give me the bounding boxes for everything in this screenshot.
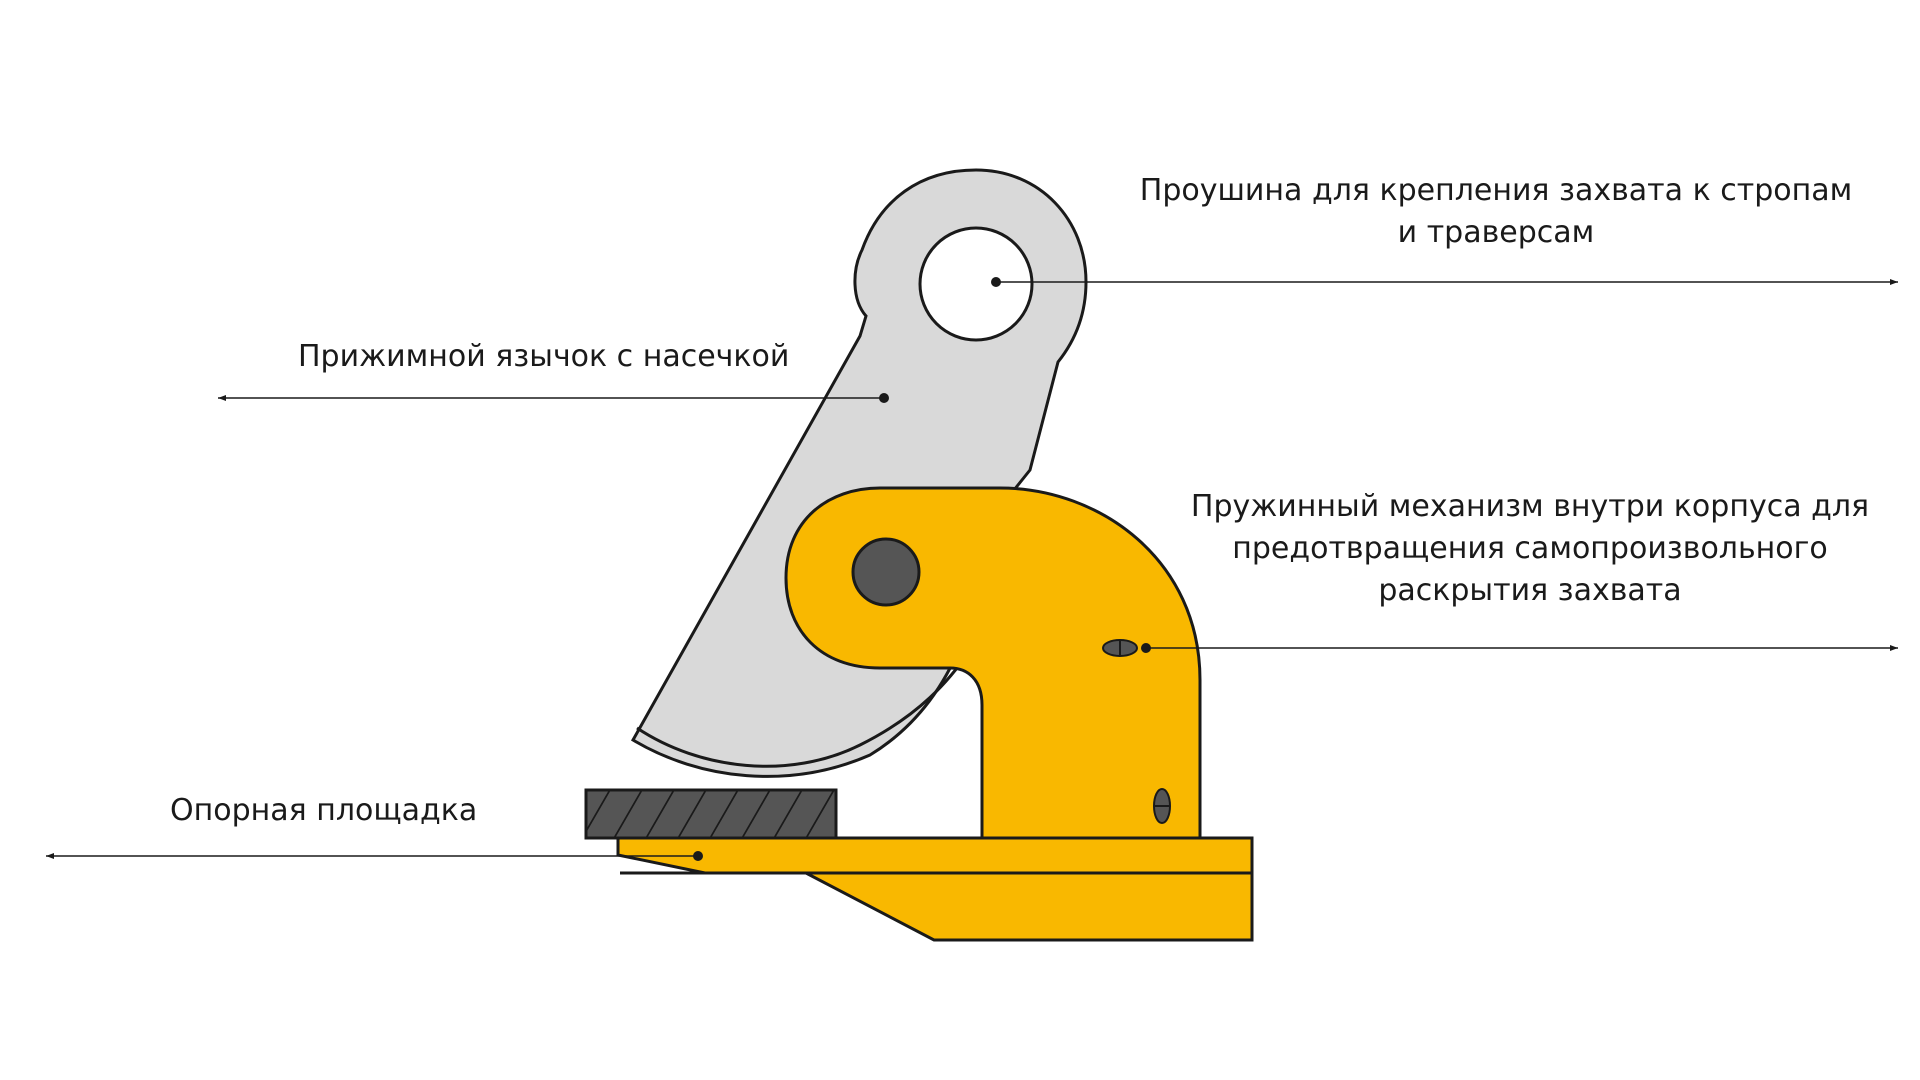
pivot-pin (851, 537, 921, 607)
label-tongue-line1: Прижимной язычок с насечкой (298, 339, 790, 374)
label-spring: Пружинный механизм внутри корпуса для пр… (1180, 486, 1880, 612)
leader-platform (46, 851, 703, 861)
label-eyelet: Проушина для крепления захвата к стропам… (1130, 170, 1862, 254)
tongue-notched-edge (636, 649, 972, 768)
clamp-body (616, 486, 1254, 942)
clamping-tongue (630, 168, 1088, 778)
body-base (616, 836, 1254, 942)
eyelet-hole (918, 226, 1034, 342)
label-eyelet-line1: Проушина для крепления захвата к стропам (1139, 173, 1853, 208)
label-platform-line1: Опорная площадка (170, 793, 478, 828)
label-eyelet-line2: и траверсам (1397, 215, 1595, 250)
body-upper (784, 486, 1202, 840)
leader-eyelet (991, 277, 1898, 287)
label-spring-line2: предотвращения самопроизвольного (1232, 531, 1828, 566)
label-spring-line3: раскрытия захвата (1378, 573, 1682, 608)
plate-hatching (586, 790, 836, 838)
label-platform: Опорная площадка (170, 790, 477, 832)
label-spring-line1: Пружинный механизм внутри корпуса для (1190, 489, 1870, 524)
gripped-plate (584, 788, 838, 840)
label-tongue: Прижимной язычок с насечкой (298, 336, 789, 378)
leader-spring (1141, 643, 1898, 653)
leader-tongue (218, 393, 889, 403)
